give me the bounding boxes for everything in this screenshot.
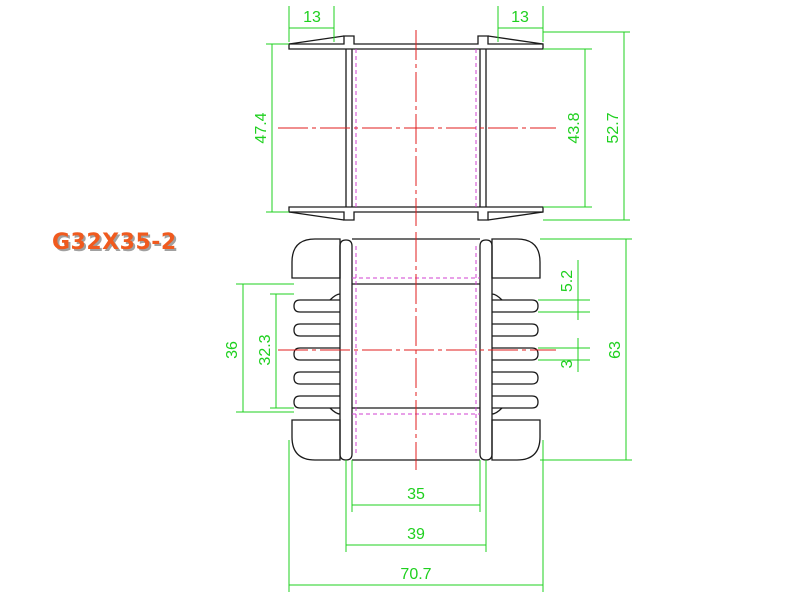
bottom-centerlines [278,232,556,470]
top-centerlines [278,30,556,226]
dim-overall-width: 70.7 [400,566,431,583]
dim-top-right-width: 13 [511,9,529,26]
dim-top-left-width: 13 [303,9,321,26]
dim-inner-height: 43.8 [566,112,583,143]
dim-pin-pitch: 5.2 [559,270,576,292]
dim-total-height: 63 [607,341,624,359]
dim-inner-width: 35 [407,486,425,503]
dim-pin-gap: 3 [559,359,576,368]
dim-outer-height: 52.7 [605,112,622,143]
top-view [288,35,544,221]
dim-left-height: 47.4 [253,112,270,143]
dim-pin-span: 36 [224,341,241,359]
part-title: G32X35-2 [52,230,177,255]
dimension-lines [236,6,632,592]
dim-pin-inner: 32.3 [257,334,274,365]
dim-middle-width: 39 [407,526,425,543]
bottom-view [291,238,541,461]
